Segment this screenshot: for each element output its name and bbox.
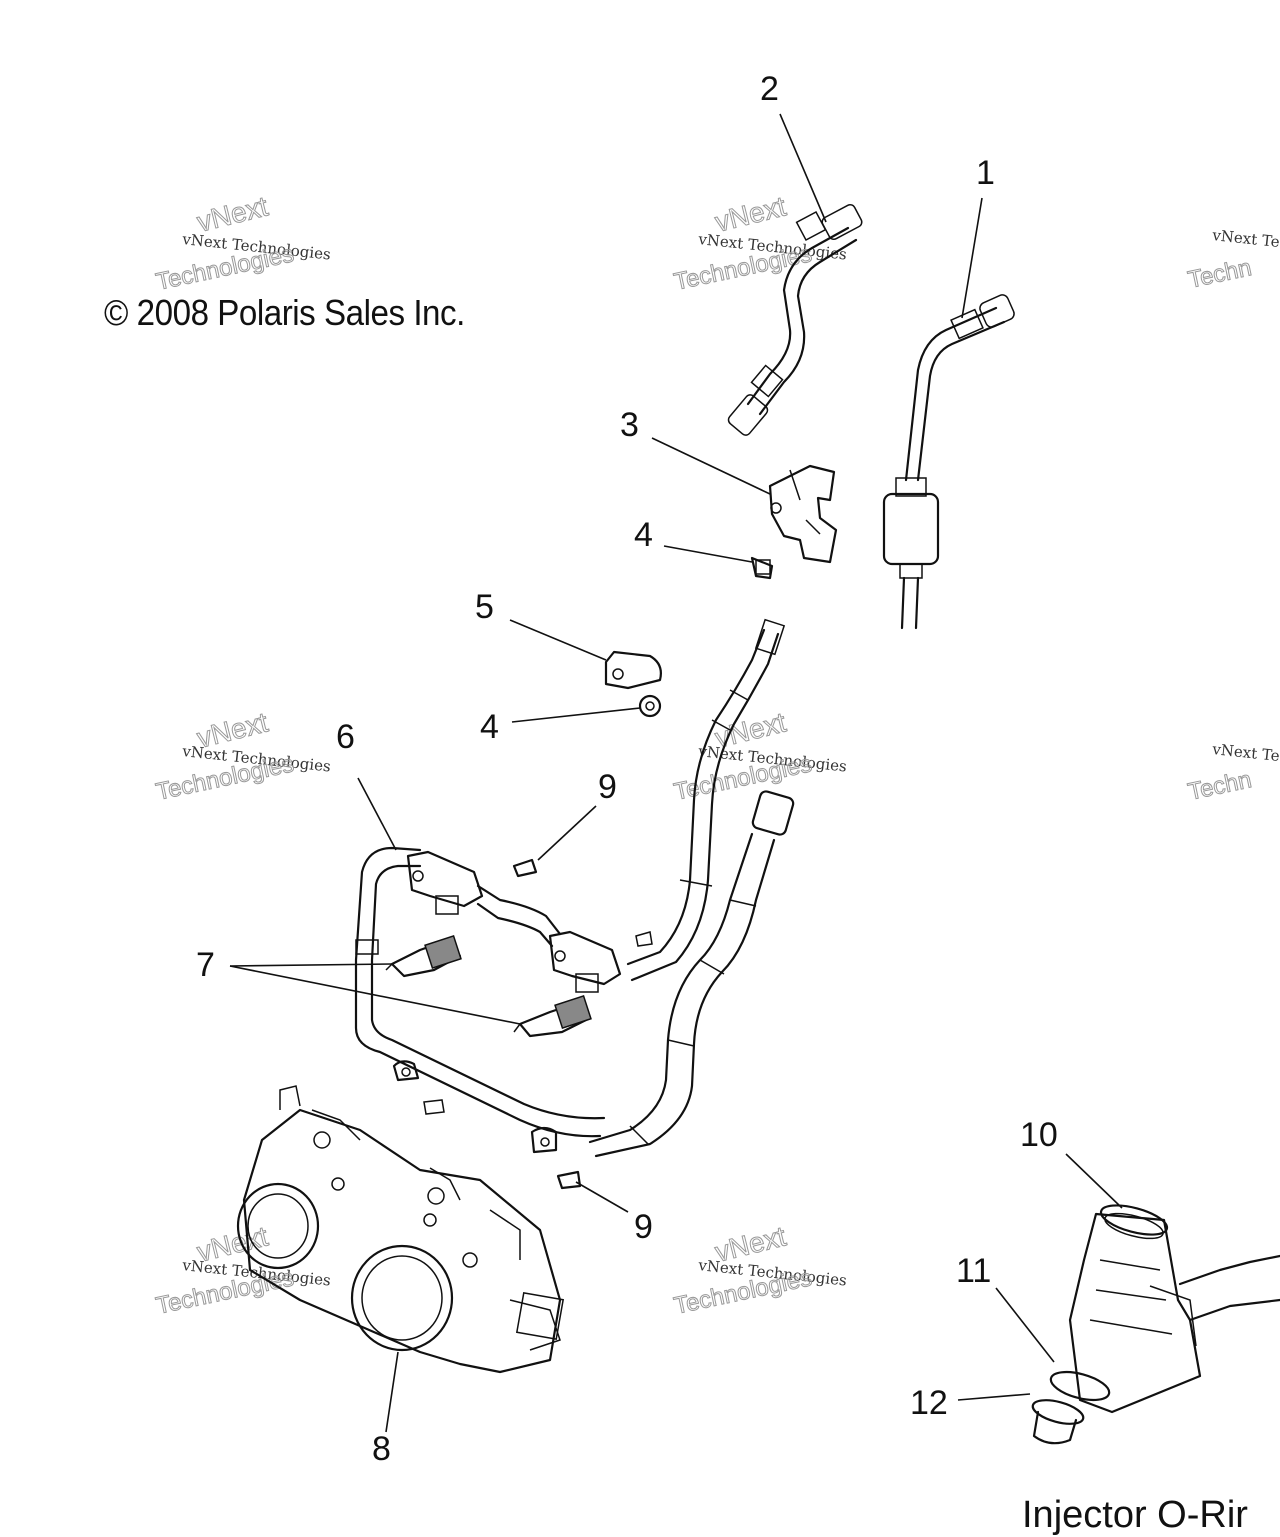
watermark-bottom-left: vNext vNext Technologies Technologies [153, 1220, 332, 1320]
leader-lines [229, 113, 1123, 1433]
watermark-mid-center: vNext vNext Technologies Technologies [671, 706, 848, 806]
part-9-bolt-lower [423, 1099, 582, 1190]
copyright-notice: © 2008 Polaris Sales Inc. [104, 292, 465, 333]
svg-text:Techn: Techn [1186, 766, 1254, 806]
callout-9-lower: 9 [634, 1208, 653, 1246]
watermark-top-left: vNext vNext Technologies Technologies [153, 190, 332, 296]
svg-text:vNext: vNext [194, 190, 271, 237]
part-9-bolt-upper [512, 858, 653, 947]
callout-labels: 1 2 3 4 5 4 6 9 7 9 8 10 11 12 [196, 70, 1058, 1468]
detail-caption: Injector O-Rir [1022, 1494, 1248, 1536]
part-main-return-hose [626, 618, 786, 982]
callout-8: 8 [372, 1430, 391, 1468]
callout-2: 2 [760, 70, 779, 108]
watermark-mid-left: vNext vNext Technologies Technologies [153, 706, 332, 806]
injector-detail [1031, 1204, 1280, 1445]
callout-9-upper: 9 [598, 768, 617, 806]
callout-10: 10 [1020, 1116, 1058, 1154]
svg-text:Techn: Techn [1186, 254, 1254, 294]
part-7-injector-upper [385, 935, 462, 978]
part-7-injector-lower [513, 995, 592, 1038]
watermark-top-right: vNext Te Techn [1185, 226, 1280, 294]
part-4-nut-lower [638, 694, 662, 718]
part-3-bracket [768, 464, 838, 564]
part-2-fuel-hose [727, 203, 863, 436]
part-1-fuel-line-filter [882, 294, 1015, 630]
watermark-bottom-center: vNext vNext Technologies Technologies [671, 1220, 848, 1320]
callout-6: 6 [336, 718, 355, 756]
callout-1: 1 [976, 154, 995, 192]
part-8-throttle-body [236, 1085, 565, 1374]
part-4-bolt-upper [750, 556, 774, 580]
part-6-fuel-rail [354, 846, 622, 1154]
svg-text:vNext: vNext [712, 190, 789, 237]
part-large-supply-hose [588, 790, 795, 1158]
callout-4-lower: 4 [480, 708, 499, 746]
callout-11: 11 [956, 1252, 991, 1290]
callout-5: 5 [475, 588, 494, 626]
svg-text:vNext Te: vNext Te [1211, 226, 1280, 251]
callout-7: 7 [196, 946, 215, 984]
watermark-mid-right: vNext Te Techn [1185, 740, 1280, 806]
part-5-clamp [604, 650, 662, 690]
callout-3: 3 [620, 406, 639, 444]
callout-4-upper: 4 [634, 516, 653, 554]
svg-text:vNext Te: vNext Te [1211, 740, 1280, 765]
callout-12: 12 [910, 1384, 948, 1422]
